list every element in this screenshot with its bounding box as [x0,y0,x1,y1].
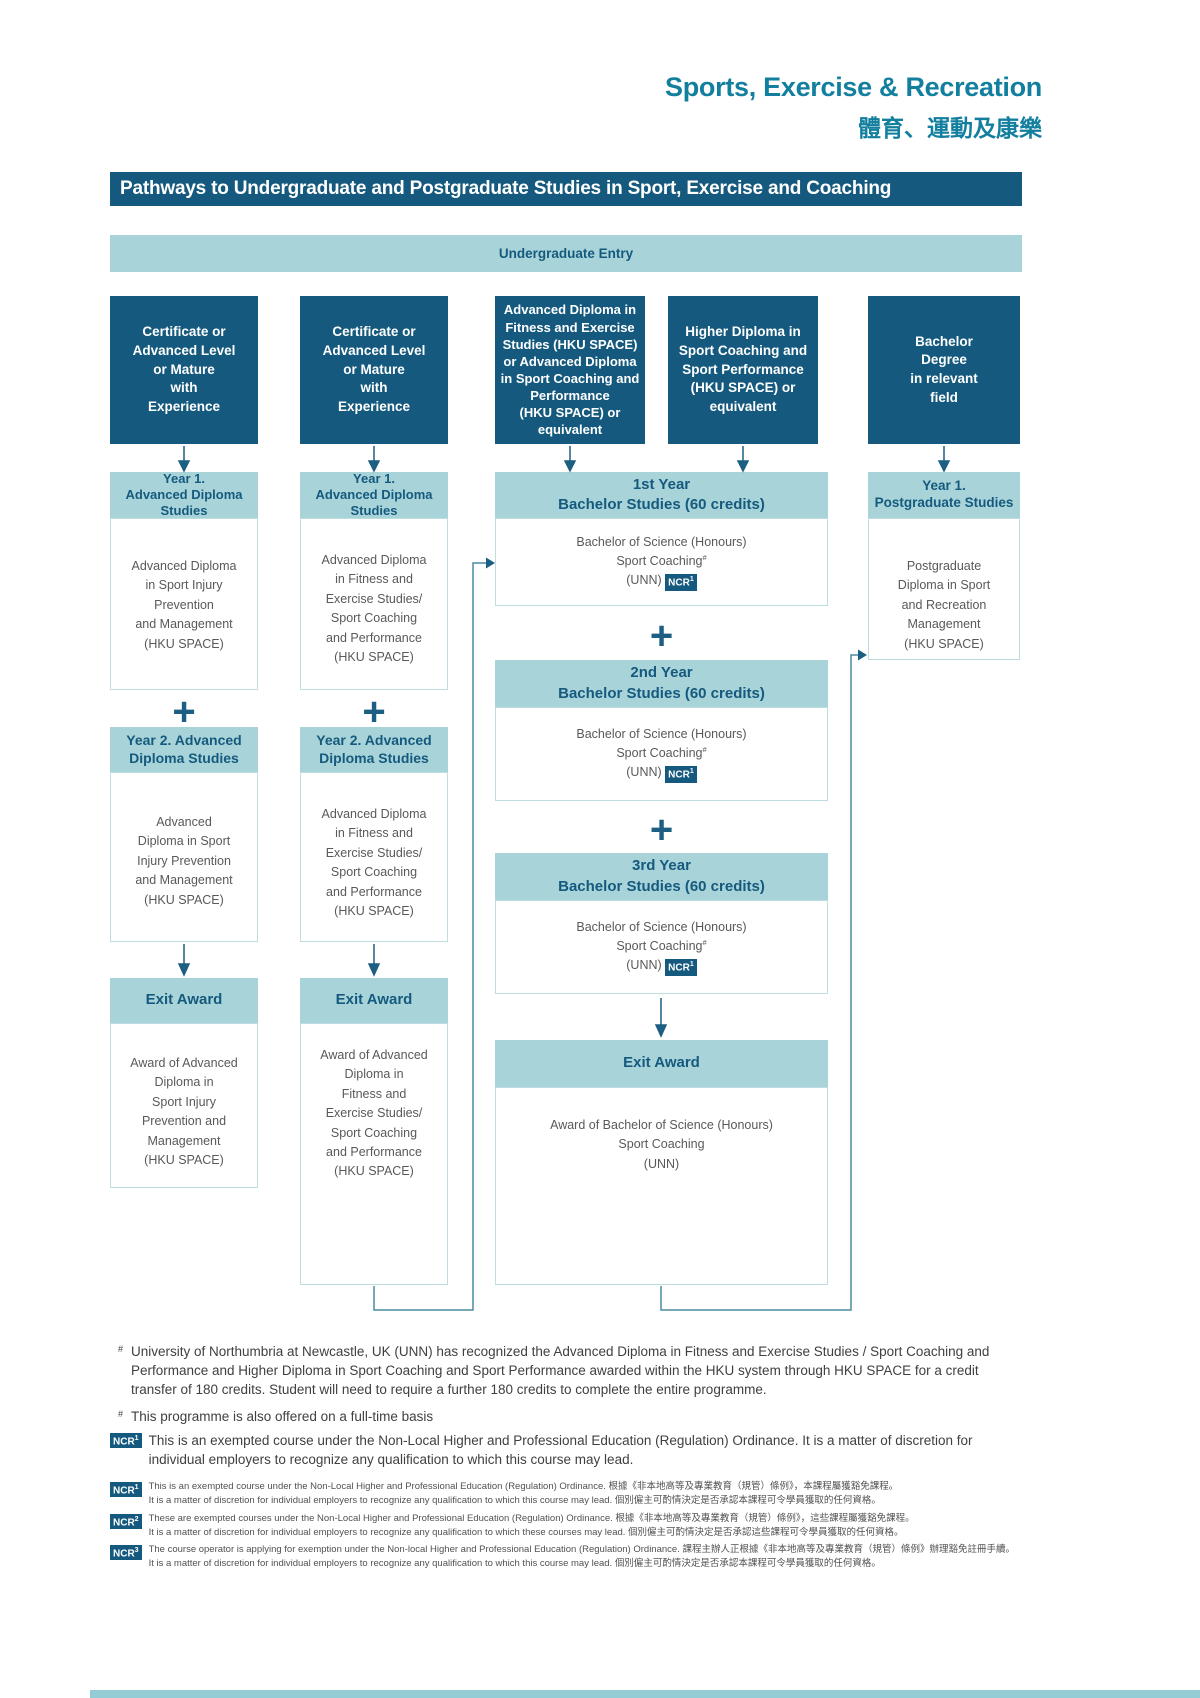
ncr1-badge: NCR1 [665,766,697,784]
entry-box-certificate-2: Certificate or Advanced Level or Mature … [300,296,448,444]
ncr1-badge: NCR1 [110,1482,142,1497]
ncr-legend-line: This is an exempted course under the Non… [148,1481,899,1492]
col1-year1-body: Advanced Diploma in Sport Injury Prevent… [110,518,258,690]
col1-exit-award-header: Exit Award [110,978,258,1023]
ncr-legend-2: NCR2 These are exempted courses under th… [110,1512,1045,1541]
ncr1-badge: NCR1 [110,1433,142,1448]
degree-line2: Sport Coaching# [616,552,707,569]
ncr-legend-line: It is a matter of discretion for individ… [148,1558,881,1570]
col2-year1-header: Year 1. Advanced Diploma Studies [300,471,448,518]
page-title-english: Sports, Exercise & Recreation [665,72,1042,102]
degree-line3: (UNN) NCR1 [626,763,697,784]
degree-line2: Sport Coaching# [616,744,707,761]
degree-line3: (UNN) NCR1 [626,571,697,592]
col1-plus-icon: + [172,690,196,734]
bachelor-exit-award-body: Award of Bachelor of Science (Honours) S… [495,1087,828,1285]
page-title-block: Sports, Exercise & Recreation 體育、運動及康樂 [665,72,1042,143]
fulltime-footnote-marker: # [702,937,707,947]
footnote-fulltime: # This programme is also offered on a fu… [118,1407,1023,1426]
col1-year1-header: Year 1. Advanced Diploma Studies [110,471,258,518]
fulltime-footnote-marker: # [702,552,707,562]
ncr-legend-line: The course operator is applying for exem… [148,1544,1015,1555]
footnote-ncr1: NCR1 This is an exempted course under th… [110,1431,1029,1469]
footer-accent-bar [90,1690,1200,1698]
degree-line2: Sport Coaching# [616,937,707,954]
postgrad-year1-header: Year 1. Postgraduate Studies [868,472,1020,518]
ncr-legend-line: It is a matter of discretion for individ… [148,1526,904,1538]
ncr-legend-3: NCR3 The course operator is applying for… [110,1543,1045,1572]
undergraduate-entry-band: Undergraduate Entry [110,235,1022,272]
ncr-legend-1: NCR1 This is an exempted course under th… [110,1480,1045,1509]
hash-marker: # [118,1344,124,1354]
bachelor-year2-header: 2nd Year Bachelor Studies (60 credits) [495,660,828,707]
entry-box-bachelor-degree: Bachelor Degree in relevant field [868,296,1020,444]
degree-line1: Bachelor of Science (Honours) [576,534,747,549]
bachelor-year3-header: 3rd Year Bachelor Studies (60 credits) [495,853,828,900]
ncr-legend-block: NCR1 This is an exempted course under th… [110,1480,1045,1575]
pathways-banner: Pathways to Undergraduate and Postgradua… [110,172,1022,206]
col2-plus-icon: + [362,690,386,734]
bachelor-year1-header: 1st Year Bachelor Studies (60 credits) [495,472,828,518]
col2-year2-body: Advanced Diploma in Fitness and Exercise… [300,772,448,942]
ncr2-badge: NCR2 [110,1513,142,1529]
degree-line3: (UNN) NCR1 [626,956,697,977]
col2-exit-award-body: Award of Advanced Diploma in Fitness and… [300,1023,448,1285]
degree-line1: Bachelor of Science (Honours) [576,919,747,934]
entry-box-advanced-diploma: Advanced Diploma in Fitness and Exercise… [495,296,645,444]
bachelor-plus-icon-1: + [649,614,674,658]
entry-box-certificate-1: Certificate or Advanced Level or Mature … [110,296,258,444]
ncr3-badge: NCR3 [110,1545,142,1560]
ncr-legend-line: These are exempted courses under the Non… [148,1512,915,1524]
degree-line1: Bachelor of Science (Honours) [576,726,747,741]
ncr1-badge: NCR1 [665,574,697,592]
col1-year2-header: Year 2. Advanced Diploma Studies [110,727,258,772]
col2-year2-header: Year 2. Advanced Diploma Studies [300,727,448,772]
ncr-legend-line: It is a matter of discretion for individ… [148,1495,881,1507]
bachelor-year3-body: Bachelor of Science (Honours) Sport Coac… [495,900,828,994]
footnote-unn-recognition: # University of Northumbria at Newcastle… [118,1342,1023,1399]
bachelor-year2-body: Bachelor of Science (Honours) Sport Coac… [495,707,828,801]
col1-year2-body: Advanced Diploma in Sport Injury Prevent… [110,772,258,942]
ncr1-badge: NCR1 [665,959,697,977]
entry-box-higher-diploma: Higher Diploma in Sport Coaching and Spo… [668,296,818,444]
bachelor-exit-award-header: Exit Award [495,1040,828,1087]
hash-marker: # [118,1409,124,1419]
col2-year1-body: Advanced Diploma in Fitness and Exercise… [300,518,448,690]
postgrad-year1-body: Postgraduate Diploma in Sport and Recrea… [868,518,1020,660]
bachelor-year1-body: Bachelor of Science (Honours) Sport Coac… [495,518,828,606]
col2-exit-award-header: Exit Award [300,978,448,1023]
col1-exit-award-body: Award of Advanced Diploma in Sport Injur… [110,1023,258,1188]
page-title-chinese: 體育、運動及康樂 [858,115,1042,141]
bachelor-plus-icon-2: + [649,808,674,852]
fulltime-footnote-marker: # [702,744,707,754]
